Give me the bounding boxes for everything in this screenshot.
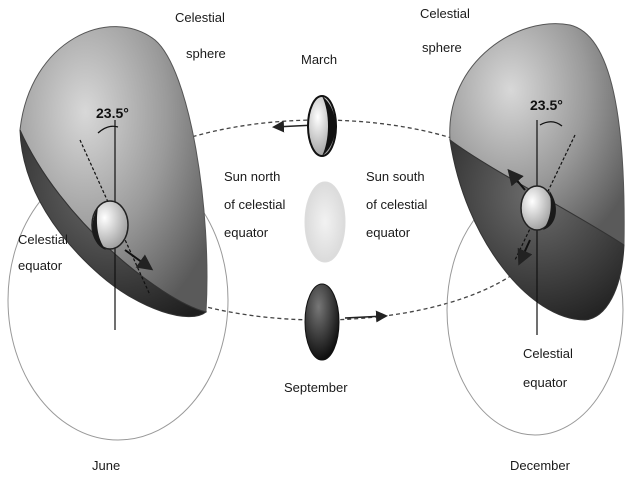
right-sphere-label-line1: Celestial (420, 6, 470, 21)
march-label: March (301, 52, 337, 67)
left-sphere-label-line1: Celestial (175, 10, 225, 25)
september-label: September (284, 380, 348, 395)
june-label: June (92, 458, 120, 473)
left-sphere-label-line2: sphere (186, 46, 226, 61)
sun-north-label-line2: of celestial (224, 197, 286, 212)
sun-south-label-line3: equator (366, 225, 411, 240)
sun-south-label-line2: of celestial (366, 197, 428, 212)
sun-north-label-line1: Sun north (224, 169, 280, 184)
december-label: December (510, 458, 571, 473)
sun-north-label-line3: equator (224, 225, 269, 240)
right-sphere-label-line2: sphere (422, 40, 462, 55)
left-equator-label-line2: equator (18, 258, 63, 273)
right-equator-label-line1: Celestial (523, 346, 573, 361)
right-celestial-sphere (447, 24, 624, 435)
left-angle-label: 23.5° (96, 105, 129, 121)
center-faint-earth (305, 182, 345, 262)
right-angle-label: 23.5° (530, 97, 563, 113)
sun-south-label-line1: Sun south (366, 169, 425, 184)
march-earth-group (308, 96, 336, 156)
right-equator-label-line2: equator (523, 375, 568, 390)
september-earth (305, 284, 339, 360)
orbit-arrow-bottom (345, 316, 385, 318)
left-equator-label-line1: Celestial (18, 232, 68, 247)
